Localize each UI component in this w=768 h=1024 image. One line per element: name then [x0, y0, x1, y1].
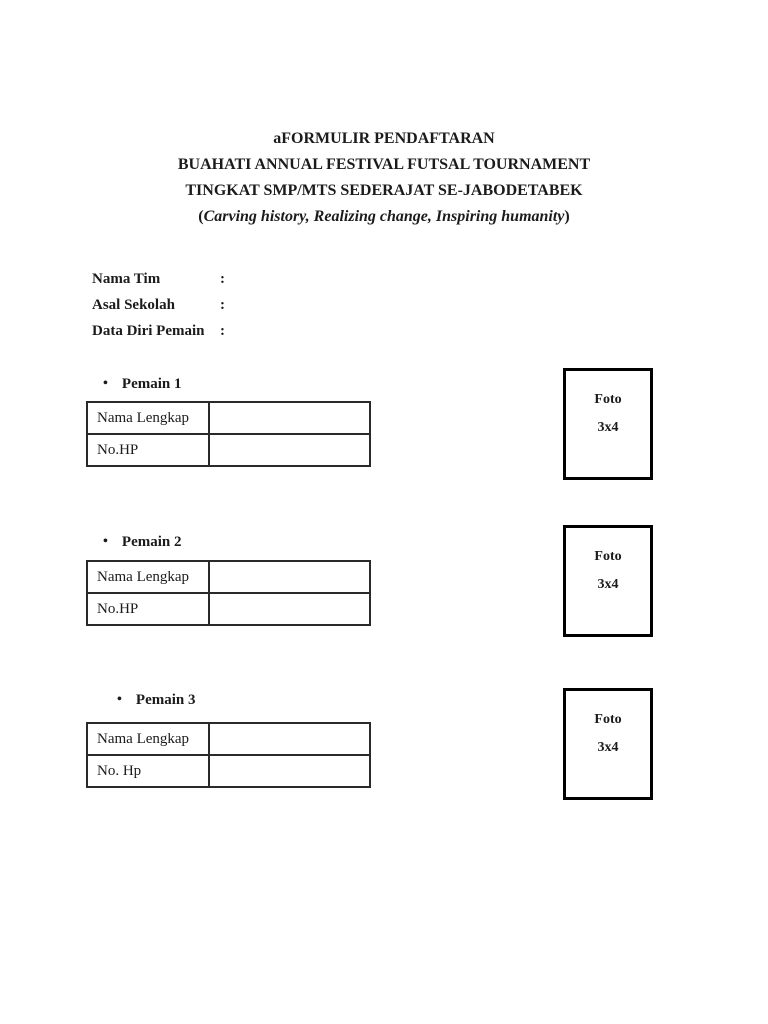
player-3-nama-lengkap-field[interactable]	[208, 722, 371, 756]
field-colon: :	[220, 296, 225, 313]
table-row: No.HP	[86, 433, 371, 467]
no-hp-label: No.HP	[86, 592, 210, 626]
team-info-block: Nama Tim : Asal Sekolah : Data Diri Pema…	[92, 266, 352, 344]
player-1-no-hp-field[interactable]	[208, 433, 371, 467]
photo-size-label: 3x4	[597, 740, 619, 755]
player-1-heading: • Pemain 1	[103, 375, 181, 393]
field-row-data-diri-pemain: Data Diri Pemain :	[92, 318, 352, 344]
player-1-photo-box: Foto 3x4	[563, 368, 653, 480]
table-row: Nama Lengkap	[86, 560, 371, 594]
table-row: No.HP	[86, 592, 371, 626]
photo-label: Foto	[594, 549, 622, 564]
field-colon: :	[220, 322, 225, 339]
bullet-icon: •	[103, 534, 108, 549]
bullet-icon: •	[103, 376, 108, 391]
field-label: Nama Tim	[92, 270, 161, 287]
tagline-close-paren: )	[564, 208, 570, 225]
player-2-no-hp-field[interactable]	[208, 592, 371, 626]
player-1-table: Nama Lengkap No.HP	[86, 401, 371, 467]
field-label: Asal Sekolah	[92, 296, 175, 313]
table-row: Nama Lengkap	[86, 722, 371, 756]
photo-size-label: 3x4	[597, 577, 619, 592]
field-colon: :	[220, 270, 225, 287]
field-row-nama-tim: Nama Tim :	[92, 266, 352, 292]
player-3-no-hp-field[interactable]	[208, 754, 371, 788]
no-hp-label: No.HP	[86, 433, 210, 467]
player-3-heading: • Pemain 3	[117, 691, 195, 709]
document-header: aFORMULIR PENDAFTARAN BUAHATI ANNUAL FES…	[0, 126, 768, 230]
player-2-nama-lengkap-field[interactable]	[208, 560, 371, 594]
bullet-icon: •	[117, 692, 122, 707]
no-hp-label: No. Hp	[86, 754, 210, 788]
event-tagline: (Carving history, Realizing change, Insp…	[0, 204, 768, 230]
table-row: No. Hp	[86, 754, 371, 788]
table-row: Nama Lengkap	[86, 401, 371, 435]
nama-lengkap-label: Nama Lengkap	[86, 401, 210, 435]
player-3-table: Nama Lengkap No. Hp	[86, 722, 371, 788]
player-2-table: Nama Lengkap No.HP	[86, 560, 371, 626]
event-title: BUAHATI ANNUAL FESTIVAL FUTSAL TOURNAMEN…	[177, 156, 591, 173]
player-1-nama-lengkap-field[interactable]	[208, 401, 371, 435]
player-2-photo-box: Foto 3x4	[563, 525, 653, 637]
player-2-heading: • Pemain 2	[103, 533, 181, 551]
player-2-title: Pemain 2	[121, 533, 182, 550]
form-title: aFORMULIR PENDAFTARAN	[273, 130, 495, 147]
nama-lengkap-label: Nama Lengkap	[86, 560, 210, 594]
nama-lengkap-label: Nama Lengkap	[86, 722, 210, 756]
event-level: TINGKAT SMP/MTS SEDERAJAT SE-JABODETABEK	[185, 182, 583, 199]
tagline-open-paren: (	[198, 208, 204, 225]
photo-label: Foto	[594, 392, 622, 407]
player-1-title: Pemain 1	[121, 375, 182, 392]
field-label: Data Diri Pemain	[92, 322, 205, 339]
player-3-photo-box: Foto 3x4	[563, 688, 653, 800]
photo-size-label: 3x4	[597, 420, 619, 435]
player-3-title: Pemain 3	[135, 691, 196, 708]
tagline-text: Carving history, Realizing change, Inspi…	[203, 208, 565, 225]
field-row-asal-sekolah: Asal Sekolah :	[92, 292, 352, 318]
photo-label: Foto	[594, 712, 622, 727]
